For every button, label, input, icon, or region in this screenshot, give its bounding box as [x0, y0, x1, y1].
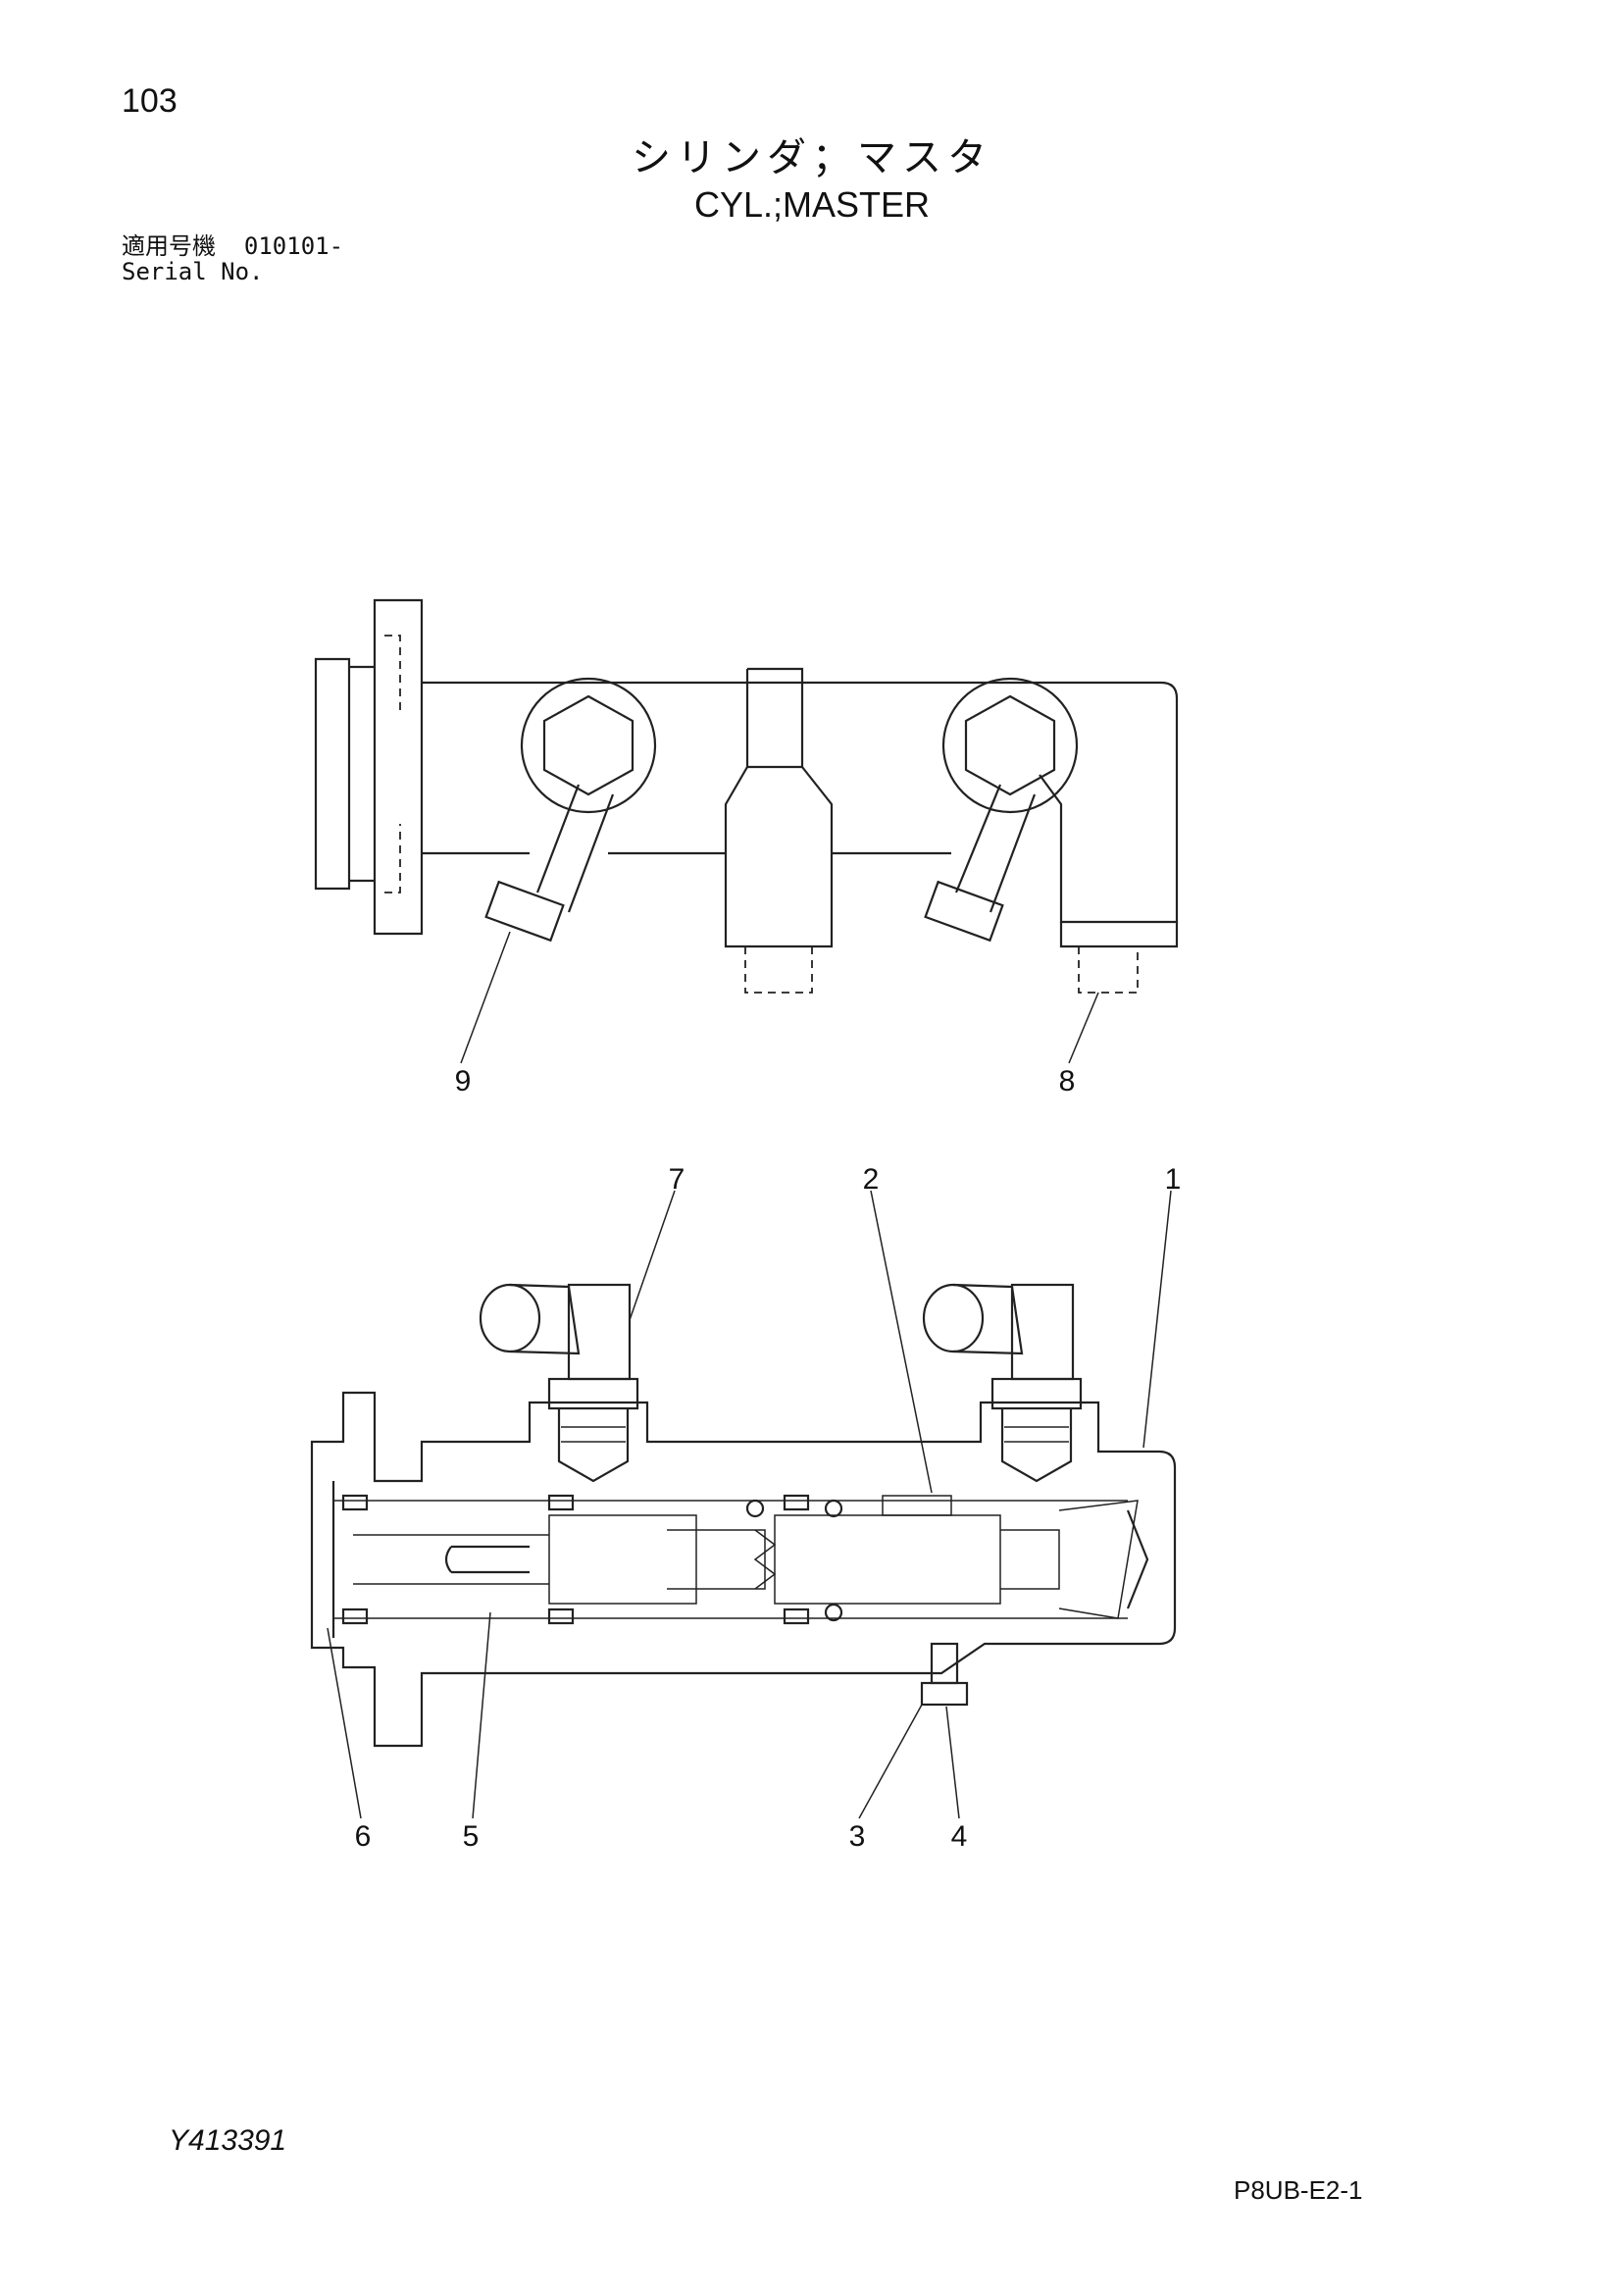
- reservoir-body: [724, 766, 834, 948]
- serial-block: 適用号機 010101- Serial No.: [122, 233, 343, 284]
- primary-spring: [753, 1529, 777, 1590]
- reservoir-stem: [745, 683, 804, 769]
- sheet-code: P8UB-E2-1: [1234, 2175, 1363, 2205]
- seal-4: [547, 1607, 575, 1625]
- reservoir-hidden: [744, 946, 813, 994]
- oring-2: [824, 1499, 843, 1518]
- section-view: [310, 1283, 1177, 1748]
- push-rod: [444, 1545, 530, 1574]
- banjo-thread-right: [1004, 1426, 1069, 1443]
- primary-piston: [548, 1514, 697, 1605]
- callout-2: 2: [863, 1163, 880, 1196]
- seal-2: [341, 1607, 369, 1625]
- callout-6: 6: [355, 1820, 372, 1853]
- serial-row: 適用号機 010101-: [122, 233, 343, 259]
- leader-7: [629, 1190, 676, 1321]
- leader-4: [945, 1706, 960, 1819]
- drawing-code: Y413391: [169, 2124, 287, 2157]
- port-boss-right: [941, 677, 1079, 814]
- leader-5: [472, 1611, 491, 1819]
- banjo-block-right: [1010, 1283, 1075, 1381]
- oring-1: [745, 1499, 765, 1518]
- title-japanese: シリンダ；マスタ: [632, 135, 992, 180]
- leader-9: [460, 931, 511, 1064]
- piston-rod-lines: [353, 1534, 549, 1585]
- banjo-block-left: [567, 1283, 632, 1381]
- callout-5: 5: [463, 1820, 480, 1853]
- seal-3: [547, 1494, 575, 1511]
- top-body-outline: [422, 681, 1179, 924]
- banjo-stem-right: [1000, 1408, 1073, 1483]
- banjo-stem-left: [557, 1408, 630, 1483]
- bore-walls: [333, 1500, 1128, 1619]
- top-boss-edge: [349, 665, 375, 883]
- port-boss-left: [520, 677, 657, 814]
- banjo-nozzle-left: [479, 1283, 541, 1353]
- piston-land: [882, 1495, 952, 1516]
- right-block-base: [1059, 922, 1179, 948]
- banjo-arm-left: [509, 1283, 581, 1355]
- callout-3: 3: [849, 1820, 866, 1853]
- seal-1: [341, 1494, 369, 1511]
- oring-3: [824, 1603, 843, 1622]
- banjo-arm-right: [952, 1283, 1024, 1355]
- hose-fitting-right: [954, 784, 1037, 913]
- leader-8: [1068, 992, 1099, 1064]
- serial-value: 010101-: [243, 232, 344, 260]
- top-flange-hidden-lower: [384, 824, 401, 893]
- serial-label-en: Serial No.: [122, 258, 264, 285]
- hose-fitting-left: [535, 784, 615, 913]
- top-flange-hidden: [384, 635, 401, 716]
- top-flange: [373, 598, 424, 936]
- leader-3: [858, 1704, 923, 1819]
- port-hex-right: [964, 694, 1056, 796]
- banjo-collar-right: [990, 1377, 1083, 1410]
- top-view: [314, 598, 1179, 994]
- callout-4: 4: [951, 1820, 968, 1853]
- secondary-piston-tip: [1000, 1529, 1060, 1590]
- reservoir-stem-top: [745, 667, 804, 683]
- seal-6: [783, 1607, 810, 1625]
- callout-1: 1: [1165, 1163, 1182, 1196]
- bleed-screw-body: [930, 1642, 959, 1685]
- hose-nozzle-right: [924, 880, 1004, 943]
- page-number: 103: [122, 82, 178, 120]
- bore-end: [1126, 1509, 1149, 1609]
- callout-7: 7: [669, 1163, 685, 1196]
- callout-8: 8: [1059, 1065, 1076, 1097]
- top-boss: [314, 657, 351, 891]
- primary-piston-inner: [667, 1529, 766, 1590]
- leader-2: [870, 1190, 933, 1494]
- leader-lines: [327, 931, 1172, 1819]
- port-hex-left: [542, 694, 634, 796]
- leader-1: [1142, 1190, 1172, 1449]
- cylinder-body-outline: [310, 1391, 1177, 1748]
- banjo-thread-left: [561, 1426, 626, 1443]
- seal-5: [783, 1494, 810, 1511]
- leader-6: [327, 1627, 362, 1819]
- callout-9: 9: [455, 1065, 472, 1097]
- banjo-collar-left: [547, 1377, 639, 1410]
- right-block-hidden: [1078, 946, 1139, 994]
- secondary-piston: [774, 1514, 1001, 1605]
- serial-label-jp: 適用号機: [122, 232, 216, 260]
- banjo-nozzle-right: [922, 1283, 985, 1353]
- return-spring: [1058, 1500, 1139, 1619]
- title-english: CYL.;MASTER: [693, 184, 931, 225]
- bleed-screw-head: [920, 1681, 969, 1707]
- callouts: 9 8 7 2 1 6 5 3 4: [355, 1065, 1182, 1853]
- hose-nozzle-left: [484, 880, 565, 943]
